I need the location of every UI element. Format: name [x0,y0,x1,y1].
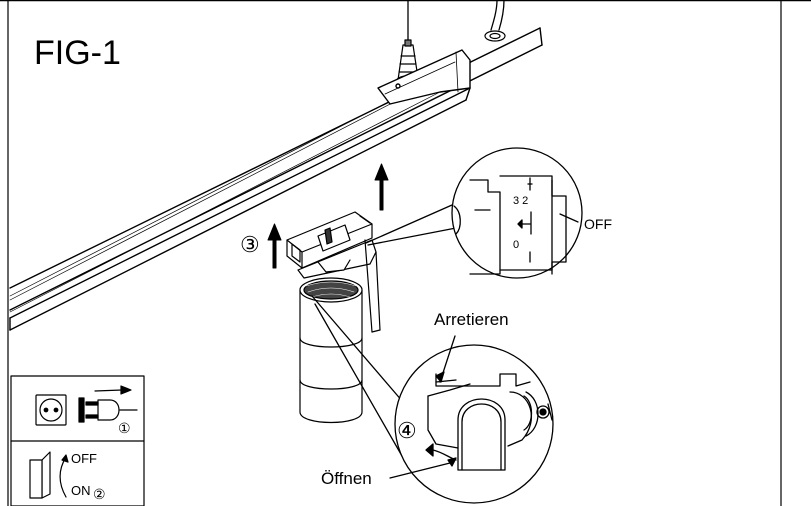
switch-position-zero-label: 0 [513,239,520,251]
spotlight-body [299,259,363,424]
switch-detail-circle [365,147,583,279]
step-1-marker: ① [118,420,131,436]
open-label: Öffnen [321,469,372,488]
power-off-label: OFF [71,451,97,466]
lock-label: Arretieren [434,310,509,329]
track-adapter [286,211,381,333]
figure-title: FIG-1 [34,34,121,72]
switch-positions-label: 3 2 [513,195,529,207]
switch-off-label: OFF [584,216,612,232]
power-panel [10,375,145,506]
step-2-marker: ② [93,486,106,502]
lift-arrows [267,163,389,269]
track-rail [9,27,543,331]
step-4-marker: ④ [397,418,417,443]
step-3-marker: ③ [240,232,260,257]
power-on-label: ON [71,483,91,498]
lock-detail-circle [311,295,554,504]
suspension-cables [407,0,505,47]
